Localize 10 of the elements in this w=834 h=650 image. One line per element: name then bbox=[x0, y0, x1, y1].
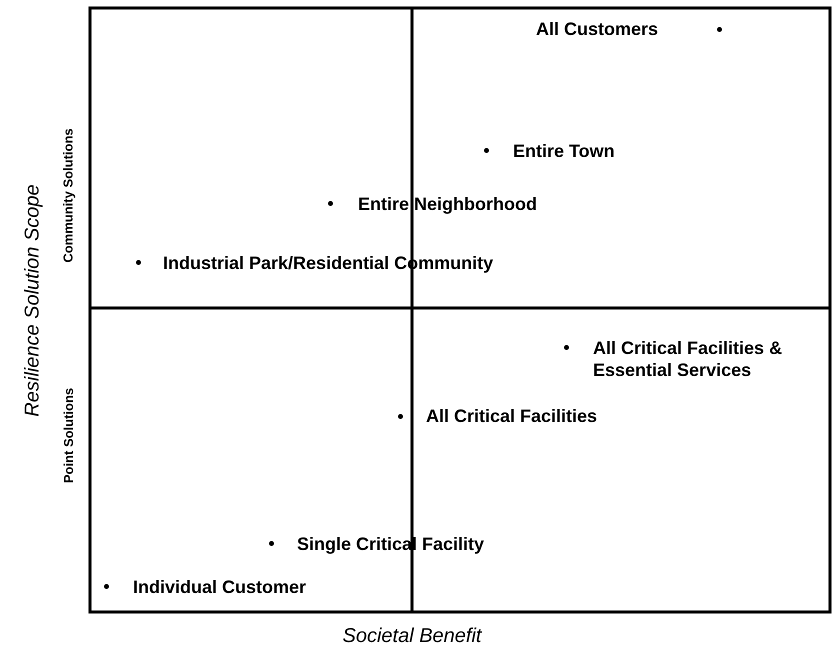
point-label: All Critical Facilities & Essential Services bbox=[593, 337, 784, 381]
point-label: Individual Customer bbox=[133, 576, 306, 598]
point-label: All Customers bbox=[536, 18, 658, 40]
quadrant-label: Community Solutions bbox=[60, 128, 76, 262]
point-label: Entire Neighborhood bbox=[358, 193, 537, 215]
point-label: Entire Town bbox=[513, 140, 615, 162]
axis-title: Societal Benefit bbox=[342, 624, 482, 648]
axis-title: Resilience Solution Scope bbox=[22, 184, 45, 416]
point-label: All Critical Facilities bbox=[426, 405, 598, 427]
quadrant-label: Point Solutions bbox=[60, 387, 76, 483]
